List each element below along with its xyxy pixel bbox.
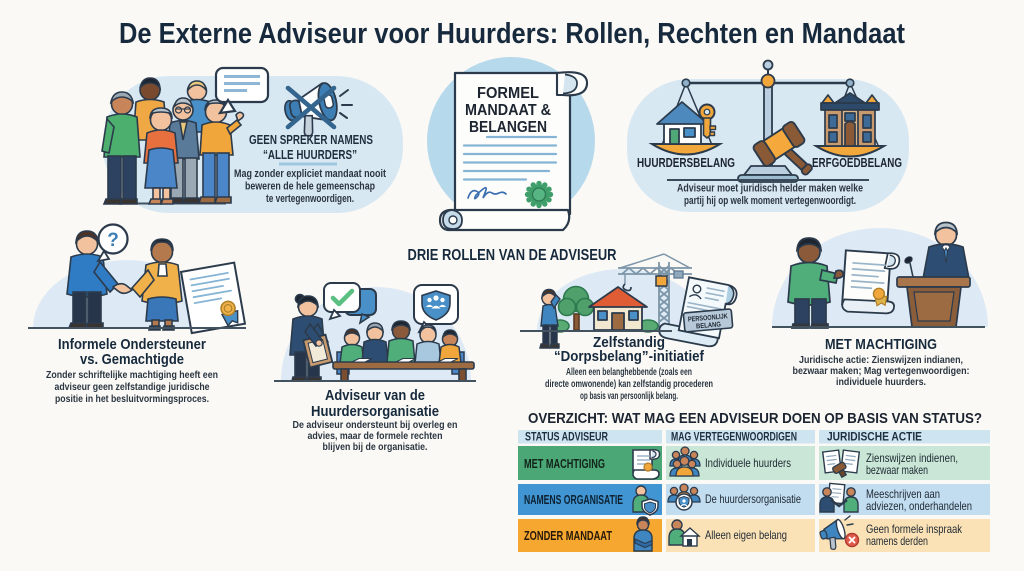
svg-text:te vertegenwoordigen.: te vertegenwoordigen. bbox=[266, 193, 354, 205]
svg-text:Meeschrijven aan: Meeschrijven aan bbox=[866, 487, 940, 501]
svg-text:De adviseur ondersteunt bij ov: De adviseur ondersteunt bij overleg en bbox=[293, 419, 458, 431]
svg-text:Individuele huurders: Individuele huurders bbox=[705, 456, 791, 470]
svg-text:Zonder schriftelijke machtigin: Zonder schriftelijke machtiging heeft ee… bbox=[46, 369, 218, 381]
svg-text:Juridische actie: Zienswijzen: Juridische actie: Zienswijzen indianen, bbox=[799, 354, 963, 366]
svg-text:“Dorpsbelang”-initiatief: “Dorpsbelang”-initiatief bbox=[554, 348, 705, 365]
svg-text:bezwaar maken; Mag vertegenwoo: bezwaar maken; Mag vertegenwoordigen: bbox=[793, 365, 970, 377]
svg-text:De Externe Adviseur voor Huurd: De Externe Adviseur voor Huurders: Rolle… bbox=[119, 18, 905, 50]
svg-text:ERFGOEDBELANG: ERFGOEDBELANG bbox=[812, 155, 902, 170]
svg-text:bezwaar maken: bezwaar maken bbox=[866, 463, 928, 477]
svg-text:“ALLE HUURDERS”: “ALLE HUURDERS” bbox=[263, 148, 357, 162]
svg-text:adviezen, onderhandelen: adviezen, onderhandelen bbox=[866, 499, 972, 513]
svg-text:OVERZICHT: WAT MAG EEN ADVISEU: OVERZICHT: WAT MAG EEN ADVISEUR DOEN OP … bbox=[528, 410, 982, 427]
svg-text:DRIE ROLLEN VAN DE ADVISEUR: DRIE ROLLEN VAN DE ADVISEUR bbox=[408, 247, 617, 264]
svg-text:advies, maar de formele rechte: advies, maar de formele rechten bbox=[308, 430, 443, 442]
svg-text:MAG VERTEGENWOORDIGEN: MAG VERTEGENWOORDIGEN bbox=[671, 432, 797, 444]
svg-text:BELANG: BELANG bbox=[696, 321, 722, 330]
svg-text:Huurdersorganisatie: Huurdersorganisatie bbox=[311, 403, 439, 420]
svg-text:MET MACHTIGING: MET MACHTIGING bbox=[524, 457, 605, 471]
svg-text:BELANGEN: BELANGEN bbox=[469, 119, 547, 136]
svg-text:Informele Ondersteuner: Informele Ondersteuner bbox=[58, 336, 206, 353]
svg-text:op basis van persoonlijk belan: op basis van persoonlijk belang. bbox=[580, 390, 678, 402]
svg-text:HUURDERSBELANG: HUURDERSBELANG bbox=[637, 155, 735, 170]
svg-text:Geen formele inspraak: Geen formele inspraak bbox=[866, 522, 963, 536]
svg-text:STATUS ADVISEUR: STATUS ADVISEUR bbox=[525, 432, 609, 444]
svg-text:De huurdersorganisatie: De huurdersorganisatie bbox=[705, 492, 801, 506]
svg-text:MET MACHTIGING: MET MACHTIGING bbox=[825, 336, 937, 353]
svg-text:Alleen eigen belang: Alleen eigen belang bbox=[705, 528, 787, 542]
svg-text:individuele huurders.: individuele huurders. bbox=[836, 376, 926, 388]
svg-text:ZONDER MANDAAT: ZONDER MANDAAT bbox=[524, 529, 612, 543]
svg-text:GEEN SPREKER NAMENS: GEEN SPREKER NAMENS bbox=[249, 133, 373, 147]
svg-text:positie in het besluitvormings: positie in het besluitvormingsproces. bbox=[55, 393, 209, 405]
svg-text:Mag zonder expliciet mandaat n: Mag zonder expliciet mandaat nooit bbox=[234, 168, 386, 180]
svg-text:?: ? bbox=[107, 230, 119, 251]
svg-text:Zienswijzen indienen,: Zienswijzen indienen, bbox=[866, 451, 958, 465]
svg-text:Adviseur moet juridisch helder: Adviseur moet juridisch helder maken wel… bbox=[677, 183, 863, 195]
svg-text:blijven bij de organisatie.: blijven bij de organisatie. bbox=[323, 441, 428, 453]
svg-text:NAMENS ORGANISATIE: NAMENS ORGANISATIE bbox=[524, 493, 623, 507]
svg-text:Alleen een belanghebbende (zoa: Alleen een belanghebbende (zoals een bbox=[566, 366, 692, 378]
svg-text:vs. Gemachtigde: vs. Gemachtigde bbox=[80, 351, 184, 368]
svg-text:JURIDISCHE ACTIE: JURIDISCHE ACTIE bbox=[827, 432, 922, 444]
svg-text:FORMEL: FORMEL bbox=[477, 85, 539, 102]
svg-text:namens derden: namens derden bbox=[866, 534, 928, 548]
svg-text:PERSOONLIJK: PERSOONLIJK bbox=[688, 313, 728, 323]
svg-text:MANDAAT &: MANDAAT & bbox=[465, 102, 551, 119]
svg-text:Adviseur van de: Adviseur van de bbox=[325, 387, 425, 404]
svg-text:partij hij op welk moment vert: partij hij op welk moment vertegenwoordi… bbox=[684, 195, 856, 207]
svg-text:directe omwonende) kan zelfsta: directe omwonende) kan zelfstandig proce… bbox=[545, 378, 713, 390]
svg-text:Zelfstandig: Zelfstandig bbox=[593, 334, 665, 351]
svg-text:adviseur geen zelfstandige jur: adviseur geen zelfstandige juridische bbox=[55, 381, 210, 393]
svg-text:beweren de hele gemeenschap: beweren de hele gemeenschap bbox=[245, 181, 375, 193]
